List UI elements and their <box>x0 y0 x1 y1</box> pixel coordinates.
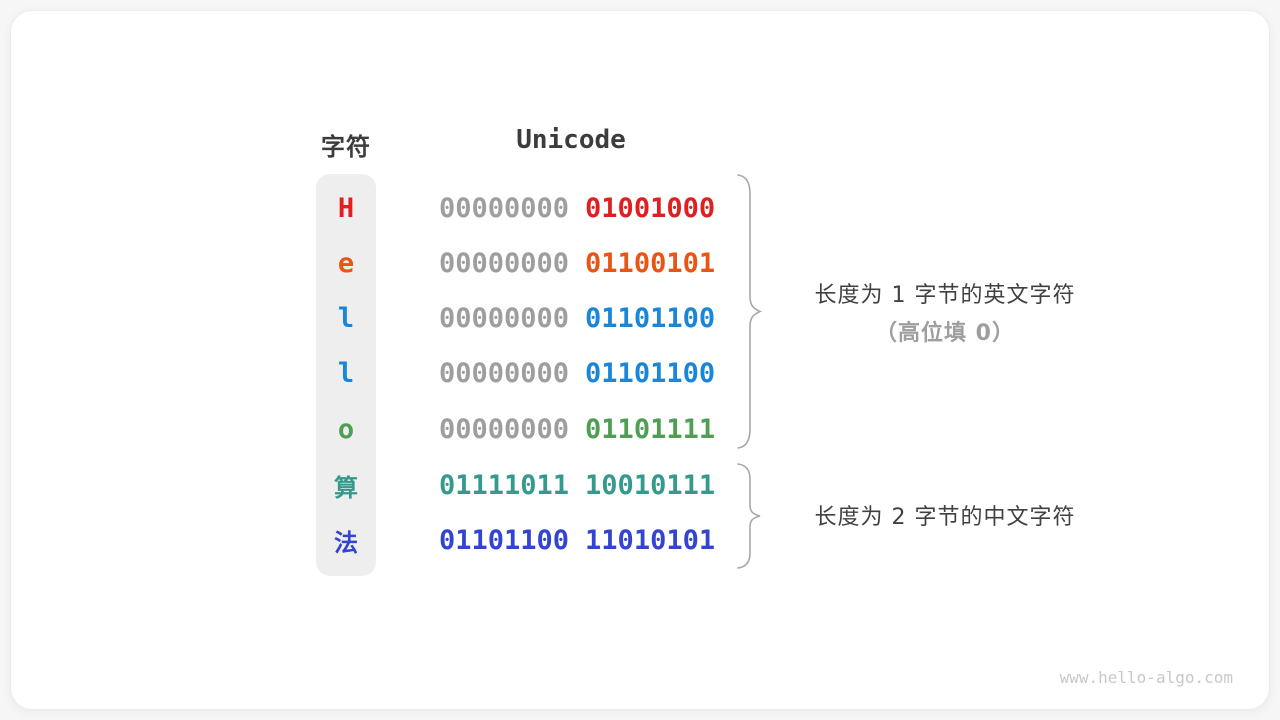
char-cell: 算 <box>334 473 358 502</box>
unicode-bytes-row: 00000000 01100101 <box>439 243 715 283</box>
annotation-english-chars: 长度为 1 字节的英文字符 <box>814 283 1076 308</box>
char-cell: o <box>337 413 355 445</box>
char-cell: H <box>337 192 355 224</box>
byte-bits: 00000000 <box>439 302 570 334</box>
unicode-bytes-row: 00000000 01001000 <box>439 188 715 228</box>
unicode-column-header: Unicode <box>516 125 626 155</box>
figure-card: 字符 Unicode H 00000000 01001000 e 00000000 011… <box>10 10 1270 710</box>
char-column-strip <box>316 174 376 576</box>
unicode-bytes-row: 00000000 01101100 <box>439 298 715 338</box>
unicode-bytes-row: 00000000 01101111 <box>439 409 715 449</box>
byte-bits: 00000000 <box>439 247 570 279</box>
byte-bits: 01111011 <box>439 469 570 501</box>
byte-bits: 00000000 <box>439 192 570 224</box>
char-cell: l <box>337 302 355 334</box>
unicode-bytes-row: 01111011 10010111 <box>439 465 715 505</box>
byte-bits: 01100101 <box>585 247 716 279</box>
byte-bits: 10010111 <box>585 469 716 501</box>
byte-bits: 01101100 <box>585 302 716 334</box>
byte-bits: 00000000 <box>439 413 570 445</box>
byte-bits: 11010101 <box>585 524 716 556</box>
byte-bits: 01101100 <box>439 524 570 556</box>
char-cell: l <box>337 357 355 389</box>
char-cell: 法 <box>334 528 358 557</box>
byte-bits: 00000000 <box>439 357 570 389</box>
unicode-bytes-row: 00000000 01101100 <box>439 353 715 393</box>
unicode-bytes-row: 01101100 11010101 <box>439 520 715 560</box>
annotation-high-bits-zero: （高位填 0） <box>875 321 1015 346</box>
brace-english-group <box>737 174 762 449</box>
byte-bits: 01001000 <box>585 192 716 224</box>
char-column-header: 字符 <box>321 133 371 161</box>
site-watermark: www.hello-algo.com <box>1059 668 1233 687</box>
byte-bits: 01101111 <box>585 413 716 445</box>
brace-chinese-group <box>737 463 761 569</box>
char-cell: e <box>337 247 355 279</box>
byte-bits: 01101100 <box>585 357 716 389</box>
annotation-chinese-chars: 长度为 2 字节的中文字符 <box>814 505 1076 530</box>
